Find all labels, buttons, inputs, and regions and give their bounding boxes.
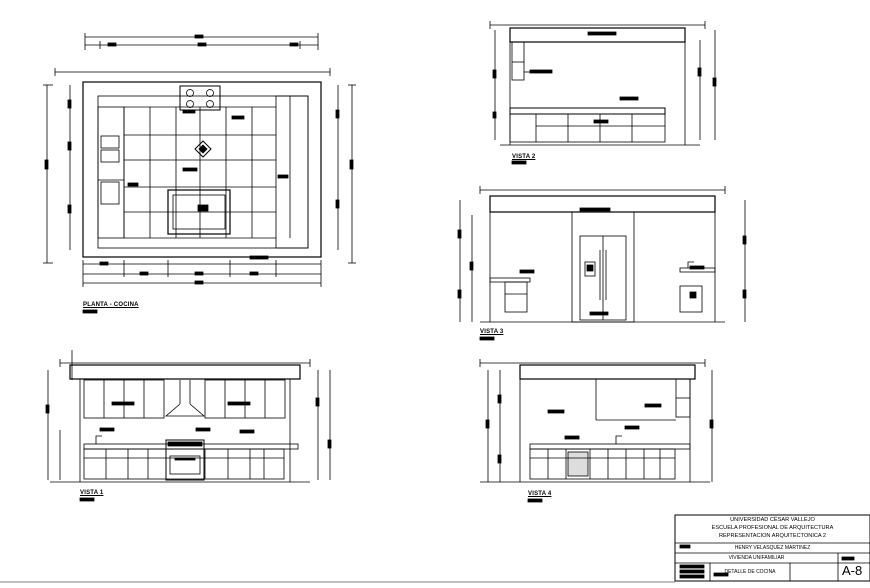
school-name: ESCUELA PROFESIONAL DE ARQUITECTURA	[711, 525, 834, 531]
vista-1-elevation	[45, 350, 332, 502]
vista-2-label: VISTA 2	[512, 154, 536, 160]
vista-3-elevation	[457, 186, 747, 341]
plan-view	[43, 33, 356, 314]
plan-label: PLANTA - COCINA	[83, 302, 139, 308]
sheet-number: A-8	[842, 563, 863, 578]
project-name: VIVIENDA UNIFAMILIAR	[728, 555, 785, 561]
vista-3-label: VISTA 3	[480, 329, 504, 335]
vista-4-elevation	[479, 359, 714, 503]
university-name: UNIVERSIDAD CÉSAR VALLEJO	[730, 517, 815, 523]
vista-2-elevation	[489, 21, 717, 165]
drawing-name: DETALLE DE COCINA	[724, 569, 776, 575]
vista-1-label: VISTA 1	[80, 490, 104, 496]
course-name: REPRESENTACION ARQUITECTONICA 2	[718, 533, 827, 539]
vista-4-label: VISTA 4	[528, 491, 552, 497]
author-name: HENRY VELASQUEZ MARTINEZ	[734, 545, 811, 551]
title-block-frame	[0, 514, 870, 583]
